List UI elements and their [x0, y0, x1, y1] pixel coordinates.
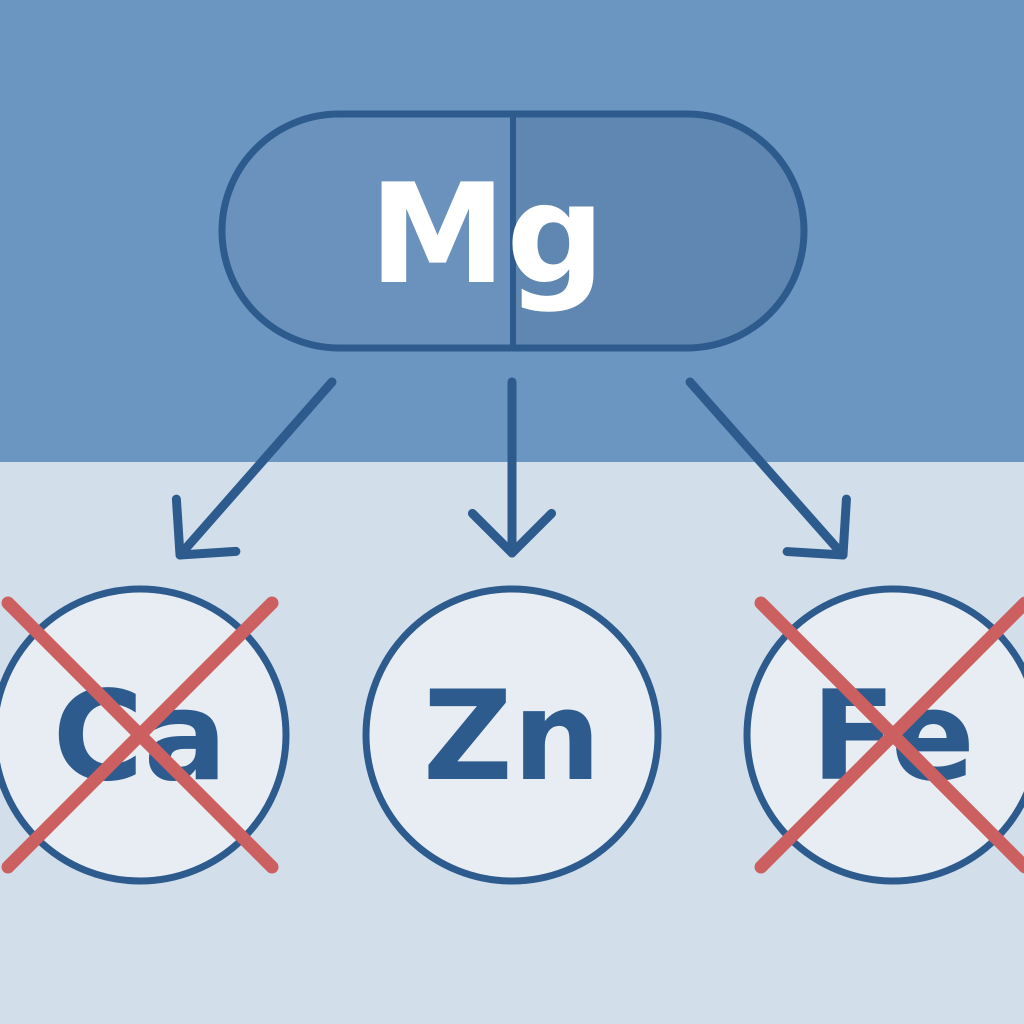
cross-stroke	[754, 596, 1024, 874]
arrow-down-icon	[171, 377, 337, 560]
arrows	[171, 377, 851, 560]
mineral-circle	[362, 585, 662, 885]
mineral-zn: Zn	[362, 585, 662, 885]
crosses	[1, 596, 1024, 874]
arrow-head	[467, 508, 557, 558]
capsule-left-half	[222, 114, 513, 348]
cross-icon	[754, 596, 1024, 874]
capsule-right-half	[513, 114, 804, 348]
arrow-shaft	[685, 377, 848, 560]
arrow-head	[171, 494, 241, 560]
arrow-shaft	[175, 377, 337, 560]
minerals: CaZnFe	[0, 585, 1024, 885]
cross-icon	[1, 596, 279, 874]
arrow-down-icon	[467, 377, 557, 558]
mineral-label: Zn	[423, 665, 601, 809]
supplement-label: Mg	[369, 154, 605, 315]
arrow-head	[782, 494, 851, 560]
capsule-icon: Mg	[218, 110, 808, 352]
cross-stroke	[1, 596, 279, 874]
arrow-down-icon	[685, 377, 851, 560]
